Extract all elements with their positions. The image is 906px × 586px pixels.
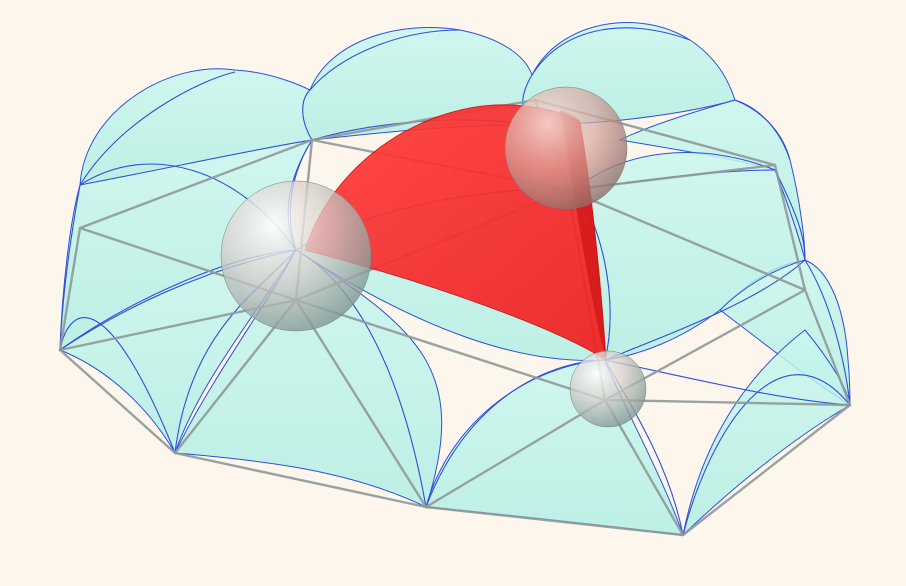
vertex-sphere-left <box>221 181 371 331</box>
vertex-sphere-bottom <box>570 351 646 427</box>
vertex-sphere-top <box>505 87 627 209</box>
